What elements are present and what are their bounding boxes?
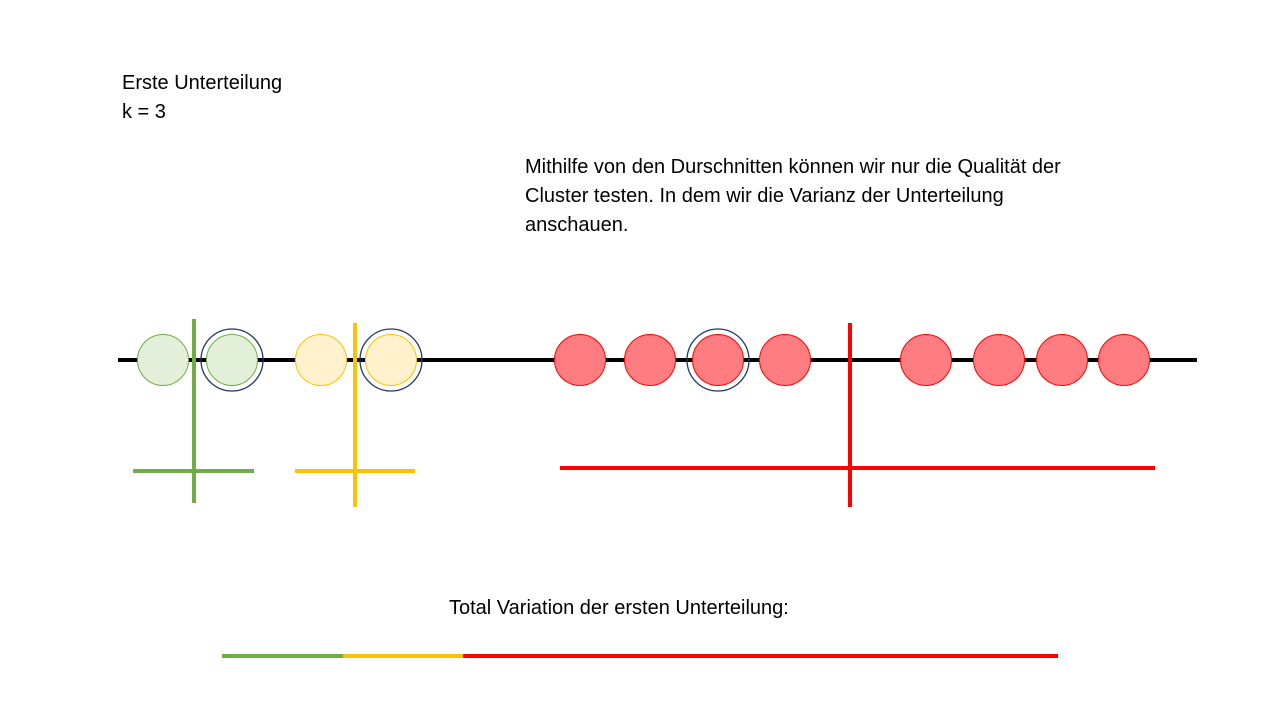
selected-point-ring <box>200 328 264 392</box>
clusters-layer <box>133 319 1155 507</box>
data-point <box>973 334 1025 386</box>
data-point <box>295 334 347 386</box>
selected-point-ring <box>686 328 750 392</box>
k-value: k = 3 <box>122 101 166 123</box>
data-point <box>137 334 189 386</box>
data-point <box>554 334 606 386</box>
cluster-yellow <box>295 323 423 507</box>
total-variation-label: Total Variation der ersten Unterteilung: <box>449 597 789 619</box>
data-point <box>206 334 258 386</box>
data-point <box>624 334 676 386</box>
data-point <box>365 334 417 386</box>
description-line: anschauen. <box>525 214 629 236</box>
data-point <box>1036 334 1088 386</box>
data-point <box>692 334 744 386</box>
slide-title: Erste Unterteilung <box>122 72 283 94</box>
cluster-red <box>554 323 1155 507</box>
description-line: Cluster testen. In dem wir die Varianz d… <box>525 185 1004 207</box>
slide-title-block: Erste Unterteilung k = 3 <box>122 69 282 127</box>
data-point <box>759 334 811 386</box>
data-point <box>900 334 952 386</box>
description-line: Mithilfe von den Durschnitten können wir… <box>525 156 1061 178</box>
data-point <box>1098 334 1150 386</box>
description-text: Mithilfe von den Durschnitten können wir… <box>525 153 1061 240</box>
cluster-green <box>133 319 264 503</box>
selected-point-ring <box>359 328 423 392</box>
